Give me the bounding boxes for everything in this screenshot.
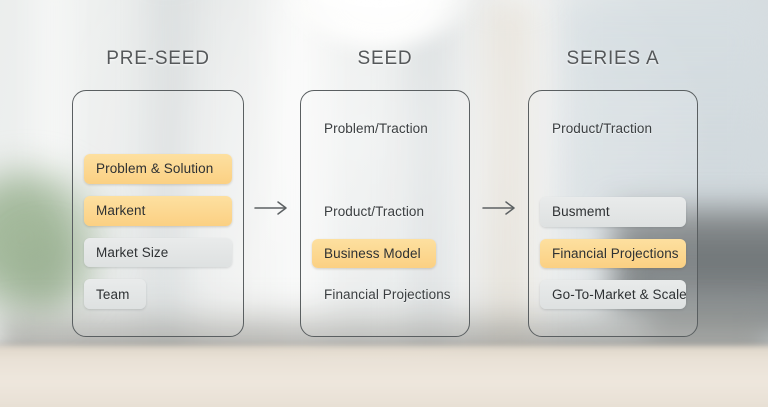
stage-item-financial-projections[interactable]: Financial Projections: [312, 280, 458, 309]
stage-title-series-a: SERIES A: [566, 48, 660, 69]
stage-card-seed[interactable]: [300, 90, 470, 337]
stage-title-seed: SEED: [357, 48, 413, 69]
stage-item-busmemt[interactable]: Busmemt: [540, 197, 686, 227]
stage-item-label: Product/Traction: [324, 204, 425, 220]
stage-item-label: Financial Projections: [324, 286, 451, 302]
stage-column-seed: SEED Problem/Traction Product/Traction B…: [300, 0, 470, 407]
stage-column-series-a: SERIES A Product/Traction Busmemt Financ…: [528, 0, 698, 407]
stage-item-label: Market Size: [96, 244, 169, 260]
stage-title-pre-seed: PRE-SEED: [106, 48, 210, 69]
arrow-preseed-to-seed: [252, 199, 296, 217]
stage-item-label: Busmemt: [552, 204, 610, 220]
stage-item-problem-traction[interactable]: Problem/Traction: [312, 114, 458, 143]
stage-item-label: Markent: [96, 203, 146, 219]
stage-item-product-traction[interactable]: Product/Traction: [312, 197, 458, 226]
stage-column-pre-seed: PRE-SEED Problem & Solution Markent Mark…: [72, 0, 244, 407]
arrow-seed-to-series-a: [480, 199, 524, 217]
stage-item-list-seed: Problem/Traction Product/Traction Busine…: [300, 90, 470, 337]
stage-item-markent[interactable]: Markent: [84, 195, 232, 226]
stage-item-list-pre-seed: Problem & Solution Markent Market Size T…: [72, 90, 244, 337]
stage-item-label: Business Model: [324, 245, 421, 261]
stage-item-business-model[interactable]: Business Model: [312, 238, 436, 268]
stage-item-financial-projections[interactable]: Financial Projections: [540, 238, 686, 268]
stage-item-go-to-market-and-scale[interactable]: Go-To-Market & Scale: [540, 279, 687, 309]
stage-item-label: Product/Traction: [552, 121, 653, 137]
stage-item-market-size[interactable]: Market Size: [84, 237, 232, 268]
stage-item-label: Financial Projections: [552, 245, 679, 261]
stage-item-team[interactable]: Team: [84, 279, 146, 309]
stage-item-label: Problem & Solution: [96, 161, 214, 177]
stage-item-label: Team: [96, 286, 130, 302]
stage-item-problem-and-solution[interactable]: Problem & Solution: [84, 154, 232, 184]
stage-item-label: Go-To-Market & Scale: [552, 286, 687, 302]
stage-item-label: Problem/Traction: [324, 121, 428, 137]
stage-item-list-series-a: Product/Traction Busmemt Financial Proje…: [528, 90, 698, 337]
stage-item-product-traction[interactable]: Product/Traction: [540, 114, 686, 143]
